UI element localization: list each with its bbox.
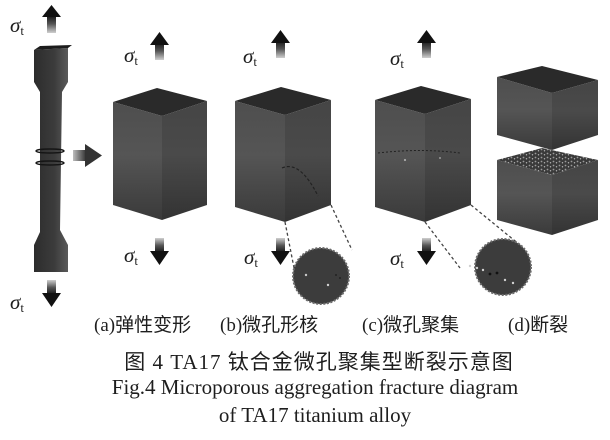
panel-label-a: (a)弹性变形 (94, 315, 192, 336)
panel-label-d: (d)断裂 (508, 315, 569, 336)
panel-c-cube: σt σt (375, 30, 532, 296)
stress-label: σt (390, 246, 404, 271)
arrow-down-icon (271, 238, 290, 265)
arrow-up-icon (42, 5, 61, 33)
panel-d-fractured-cube (497, 66, 598, 235)
arrow-down-icon (150, 238, 169, 265)
arrow-up-icon (271, 30, 290, 58)
gauge-mark (35, 160, 65, 166)
panel-b-cube: σt σt (235, 30, 353, 305)
arrow-up-icon (150, 32, 169, 60)
panel-label-b: (b)微孔形核 (220, 315, 319, 336)
arrow-down-icon (417, 238, 436, 265)
stress-label: σt (243, 44, 257, 69)
stress-label: σt (10, 13, 24, 38)
fracture-surface (497, 148, 598, 175)
arrow-down-icon (42, 280, 61, 307)
caption-english-line2: of TA17 titanium alloy (218, 403, 412, 427)
magnified-view (292, 247, 350, 305)
arrow-up-icon (417, 30, 436, 58)
stress-label: σt (10, 290, 24, 315)
stress-label: σt (390, 46, 404, 71)
magnified-view (474, 238, 532, 296)
specimen-body (34, 48, 68, 272)
caption-english-line1: Fig.4 Microporous aggregation fracture d… (111, 375, 519, 399)
stress-label: σt (244, 245, 258, 270)
stress-label: σt (124, 243, 138, 268)
arrow-right-icon (73, 144, 102, 167)
gauge-mark (35, 148, 65, 154)
tensile-specimen: σt σt (10, 5, 72, 315)
caption-chinese: 图 4 TA17 钛合金微孔聚集型断裂示意图 (124, 350, 514, 374)
stress-label: σt (124, 43, 138, 68)
panel-a-cube: σt σt (113, 32, 207, 268)
panel-label-c: (c)微孔聚集 (362, 315, 460, 336)
